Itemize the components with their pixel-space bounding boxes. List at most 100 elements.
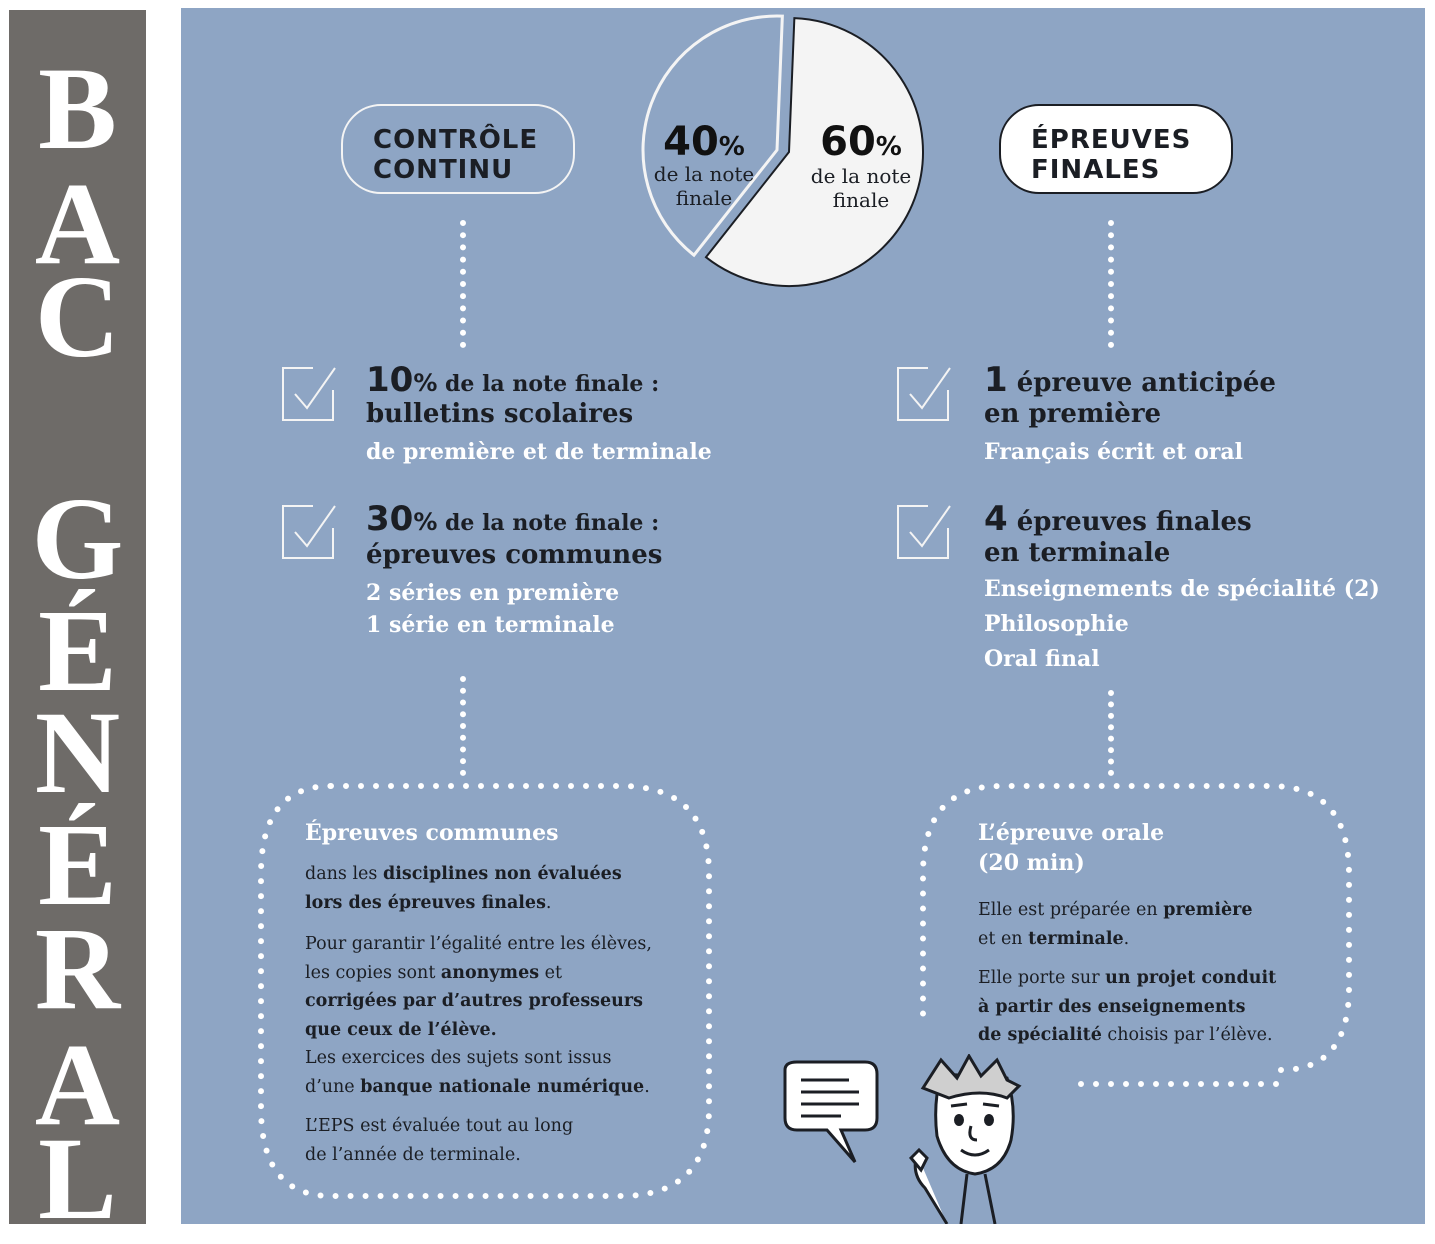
text-bold: de spécialité xyxy=(978,1025,1102,1045)
text: . xyxy=(644,1076,650,1097)
sidebar-letter: B xyxy=(38,43,117,174)
student-illustration xyxy=(783,1054,1022,1224)
dotted-connector xyxy=(1108,220,1120,348)
text: Les exercices des sujets sont issus xyxy=(305,1048,612,1068)
sidebar-letter: É xyxy=(38,799,117,930)
text-bold: première xyxy=(1163,900,1253,920)
grade-split-pie xyxy=(641,14,924,287)
pill-left-line2: CONTINU xyxy=(373,155,514,185)
pie-right-caption-line2: finale xyxy=(832,188,890,212)
checkbox-icon xyxy=(897,505,951,559)
sidebar-letter: C xyxy=(34,251,121,382)
pill-right-line2: FINALES xyxy=(1031,155,1161,185)
pie-slice-epreuves-finales xyxy=(704,17,924,287)
text: et xyxy=(539,962,563,983)
right-item-2-sub-line: Philosophie xyxy=(984,611,1129,637)
text: Elle porte sur xyxy=(978,968,1106,988)
right-item-1-heading: 1 épreuve anticipée xyxy=(984,363,1276,399)
pill-right-line1: ÉPREUVES xyxy=(1031,125,1192,155)
pie-left-number: 40 xyxy=(663,119,719,165)
student-figure xyxy=(908,1054,1022,1224)
right-item-2-number: 4 xyxy=(984,499,1008,539)
pie-left-caption: de la note finale xyxy=(644,162,764,210)
right-item-2-title: en terminale xyxy=(984,538,1171,568)
text-bold: que ceux de l’élève. xyxy=(305,1019,497,1040)
pie-right-number: 60 xyxy=(820,119,876,165)
infographic-panel: 40% de la note finale 60% de la note fin… xyxy=(181,8,1425,1224)
pie-right-unit: % xyxy=(875,132,902,162)
left-box-title: Épreuves communes xyxy=(305,820,559,846)
left-item-2-unit: % xyxy=(413,508,438,536)
dotted-connector xyxy=(460,676,472,776)
dotted-box-outlines xyxy=(258,783,1352,1199)
checkbox-icon xyxy=(897,367,951,421)
sidebar-letter: L xyxy=(38,1113,117,1244)
pie-left-caption-line1: de la note xyxy=(653,162,755,186)
pie-right-percent: 60% xyxy=(801,120,921,169)
text-bold: un projet conduit xyxy=(1105,968,1277,988)
right-box-para-1: Elle est préparée en première et en term… xyxy=(978,896,1252,953)
controle-continu-pill: CONTRÔLE CONTINU xyxy=(341,104,575,194)
text: . xyxy=(1123,928,1130,949)
sidebar-letter: R xyxy=(34,903,121,1034)
right-box-title: L’épreuve orale (20 min) xyxy=(978,818,1164,878)
pie-left-caption-line2: finale xyxy=(675,186,733,210)
right-box-title-line1: L’épreuve orale xyxy=(978,820,1165,846)
right-item-2-heading: 4 épreuves finales xyxy=(984,502,1252,538)
right-dotted-box xyxy=(920,783,1352,1073)
left-item-1-sub: de première et de terminale xyxy=(366,436,712,468)
speech-bubble-icon xyxy=(783,1060,879,1163)
left-item-2-sub-line: 1 série en terminale xyxy=(366,612,615,638)
right-item-1-title: en première xyxy=(984,399,1162,429)
pie-left-percent: 40% xyxy=(644,120,764,169)
text-bold: banque nationale numérique xyxy=(360,1076,645,1097)
right-item-2-sub: Enseignements de spécialité (2) Philosop… xyxy=(984,572,1380,677)
text: les copies sont xyxy=(305,962,441,983)
dotted-connector xyxy=(1108,690,1120,776)
left-item-1-unit: % xyxy=(413,369,438,397)
left-item-2-heading: 30% de la note finale : xyxy=(366,502,659,539)
text-bold: corrigées par d’autres professeurs xyxy=(305,991,643,1011)
sidebar-letter: A xyxy=(34,1019,121,1150)
sidebar-letter: N xyxy=(34,687,121,818)
right-box-title-line2: (20 min) xyxy=(978,850,1085,876)
pill-left-line1: CONTRÔLE xyxy=(373,125,539,155)
text-bold: disciplines non évaluées xyxy=(382,864,622,884)
text: et en xyxy=(978,928,1029,949)
text: dans les xyxy=(305,864,383,884)
right-item-1-number: 1 xyxy=(984,360,1008,400)
left-item-2-sub: 2 séries en première 1 série en terminal… xyxy=(366,577,619,641)
pie-slice-controle-continu xyxy=(641,14,784,258)
pie-right-caption: de la note finale xyxy=(801,164,921,212)
right-item-1-sub: Français écrit et oral xyxy=(984,436,1243,468)
left-box-para-1: dans les disciplines non évaluées lors d… xyxy=(305,860,622,917)
right-item-1-sub-line: Français écrit et oral xyxy=(984,439,1243,465)
text: Elle est préparée en xyxy=(978,900,1164,920)
left-item-2-sub-line: 2 séries en première xyxy=(366,580,620,606)
epreuves-finales-pill: ÉPREUVES FINALES xyxy=(999,104,1233,194)
text: de l’année de terminale. xyxy=(305,1144,521,1165)
text-bold: anonymes xyxy=(440,962,540,983)
left-item-1-number: 10 xyxy=(366,360,414,400)
text: L’EPS est évaluée tout au long xyxy=(305,1116,574,1136)
left-item-1-title: bulletins scolaires xyxy=(366,399,634,429)
text: Pour garantir l’égalité entre les élèves… xyxy=(305,934,652,954)
dotted-connector xyxy=(460,220,472,348)
checkbox-icon xyxy=(282,505,336,559)
right-box-para-2: Elle porte sur un projet conduit à parti… xyxy=(978,964,1276,1050)
pie-left-unit: % xyxy=(718,132,745,162)
sidebar-letter: A xyxy=(34,158,121,289)
left-box-para-3: L’EPS est évaluée tout au long de l’anné… xyxy=(305,1112,573,1169)
left-item-1-heading: 10% de la note finale : xyxy=(366,363,660,400)
text: choisis par l’élève. xyxy=(1101,1025,1273,1045)
right-item-2-sub-line: Oral final xyxy=(984,646,1100,672)
left-box-para-2: Pour garantir l’égalité entre les élèves… xyxy=(305,930,652,1101)
right-item-1-label: épreuve anticipée xyxy=(1007,368,1276,398)
text: . xyxy=(545,892,552,913)
text-bold: lors des épreuves finales xyxy=(305,892,546,913)
text-bold: terminale xyxy=(1028,928,1124,949)
sidebar-letter: G xyxy=(31,473,124,604)
sidebar-title: B A C G É N É R A L xyxy=(9,10,146,1238)
left-item-1-label: de la note finale : xyxy=(437,371,660,397)
checkbox-icon xyxy=(282,367,336,421)
